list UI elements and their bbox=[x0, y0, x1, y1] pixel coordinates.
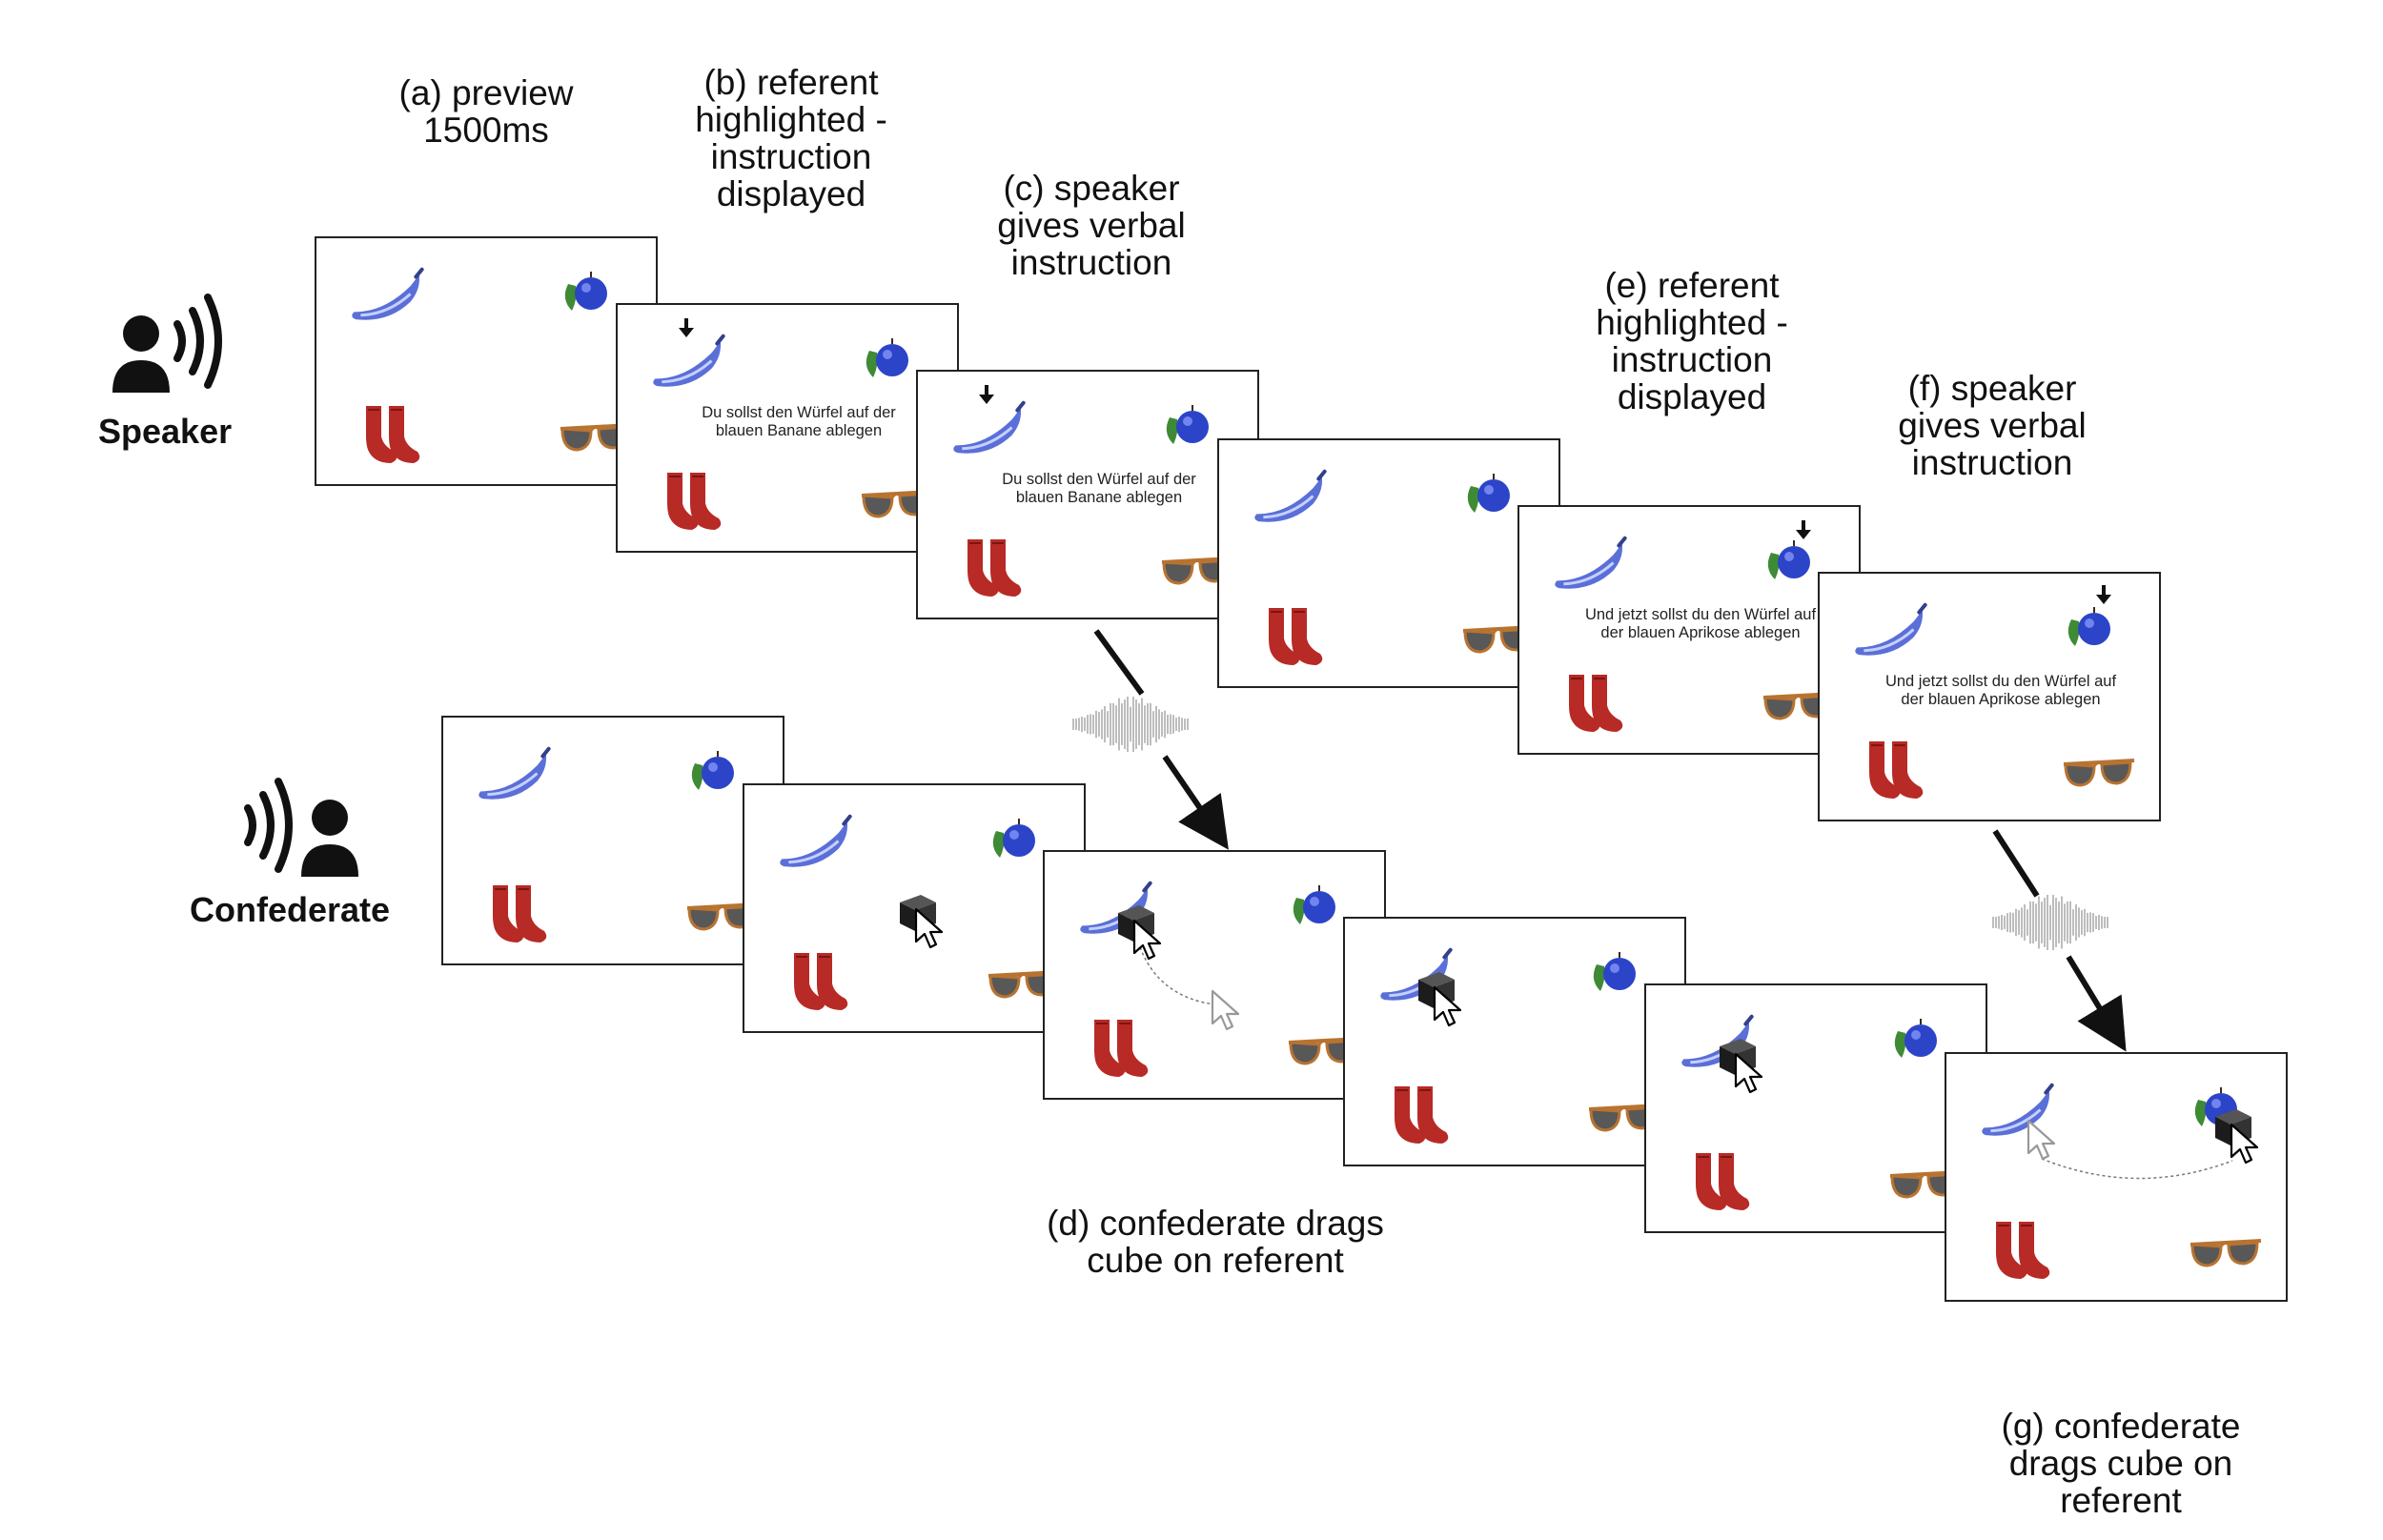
drag-trail bbox=[1139, 946, 1215, 1005]
instruction-line: der blauen Aprikose ablegen bbox=[1901, 691, 2101, 708]
screen-panel-d-3 bbox=[1043, 850, 1386, 1100]
banana-image bbox=[352, 267, 424, 320]
cursor-icon bbox=[1734, 1052, 1763, 1094]
down-arrow-icon bbox=[2096, 585, 2111, 604]
apricot-image bbox=[992, 819, 1035, 858]
screen-panel-d0 bbox=[1217, 438, 1560, 688]
cursor-icon bbox=[1132, 919, 1162, 961]
banana-image bbox=[1555, 536, 1627, 589]
banana-image bbox=[1982, 1083, 2054, 1136]
banana-image bbox=[953, 400, 1026, 454]
apricot-image bbox=[691, 751, 734, 790]
person-listening-icon bbox=[244, 778, 358, 877]
socks-image bbox=[1996, 1222, 2050, 1279]
cursor-icon bbox=[1211, 989, 1240, 1031]
socks-image bbox=[1696, 1153, 1750, 1210]
screen-panel-d-2 bbox=[743, 783, 1086, 1033]
cursor-icon bbox=[914, 907, 944, 949]
screen-panel-d-4 bbox=[1343, 917, 1686, 1166]
screen-panel-a bbox=[315, 236, 658, 486]
socks-image bbox=[667, 473, 722, 530]
apricot-image bbox=[1467, 474, 1510, 513]
instruction-line: Du sollst den Würfel auf der bbox=[702, 404, 896, 421]
confederate-label: Confederate bbox=[190, 890, 391, 929]
instruction-line: blauen Banane ablegen bbox=[715, 422, 883, 439]
screen-panel-d-1 bbox=[441, 716, 784, 965]
speaker-label: Speaker bbox=[98, 412, 233, 451]
instruction-line: Du sollst den Würfel auf der bbox=[1002, 471, 1196, 488]
drag-trail bbox=[2041, 1158, 2233, 1180]
socks-image bbox=[1094, 1020, 1149, 1077]
banana-image bbox=[479, 746, 551, 800]
apricot-image bbox=[2067, 607, 2110, 646]
apricot-image bbox=[564, 272, 607, 311]
cube-icon bbox=[1418, 972, 1455, 1008]
screen-panel-d-5 bbox=[1644, 983, 1987, 1233]
apricot-image bbox=[1767, 540, 1810, 579]
connector-arrow-lower bbox=[1162, 755, 1229, 850]
instruction-line: Und jetzt sollst du den Würfel auf bbox=[1584, 606, 1817, 623]
apricot-image bbox=[866, 338, 908, 377]
apricot-image bbox=[1293, 885, 1335, 924]
cursor-icon bbox=[1433, 985, 1462, 1027]
socks-image bbox=[1569, 675, 1623, 732]
banana-image bbox=[780, 814, 852, 867]
connector-arrow-upper-2 bbox=[1992, 829, 2040, 898]
banana-image bbox=[1254, 469, 1327, 522]
sunglasses-image bbox=[2063, 759, 2135, 787]
socks-image bbox=[794, 953, 848, 1010]
apricot-image bbox=[1894, 1019, 1937, 1058]
banana-image bbox=[653, 334, 725, 387]
instruction-line: Und jetzt sollst du den Würfel auf bbox=[1884, 673, 2117, 690]
cursor-icon bbox=[2027, 1119, 2056, 1161]
socks-image bbox=[967, 539, 1022, 597]
instruction-line: der blauen Aprikose ablegen bbox=[1600, 624, 1801, 641]
person-speaking-icon bbox=[112, 294, 222, 393]
sound-waveform-icon bbox=[1992, 895, 2108, 950]
connector-arrow-lower-2 bbox=[2066, 955, 2127, 1052]
sunglasses-image bbox=[2190, 1239, 2262, 1267]
apricot-image bbox=[1593, 952, 1636, 991]
socks-image bbox=[1869, 741, 1924, 799]
apricot-image bbox=[1166, 405, 1209, 444]
down-arrow-icon bbox=[979, 385, 994, 404]
down-arrow-icon bbox=[1796, 520, 1811, 539]
instruction-line: blauen Banane ablegen bbox=[1015, 489, 1183, 506]
screen-panel-g bbox=[1945, 1052, 2288, 1302]
connector-arrow-upper bbox=[1093, 629, 1145, 696]
banana-image bbox=[1855, 602, 1927, 656]
socks-image bbox=[1395, 1086, 1449, 1144]
socks-image bbox=[493, 885, 547, 942]
cursor-icon bbox=[2230, 1123, 2259, 1165]
socks-image bbox=[366, 406, 420, 463]
sound-waveform-icon bbox=[1072, 697, 1189, 752]
down-arrow-icon bbox=[679, 318, 694, 337]
socks-image bbox=[1269, 608, 1323, 665]
